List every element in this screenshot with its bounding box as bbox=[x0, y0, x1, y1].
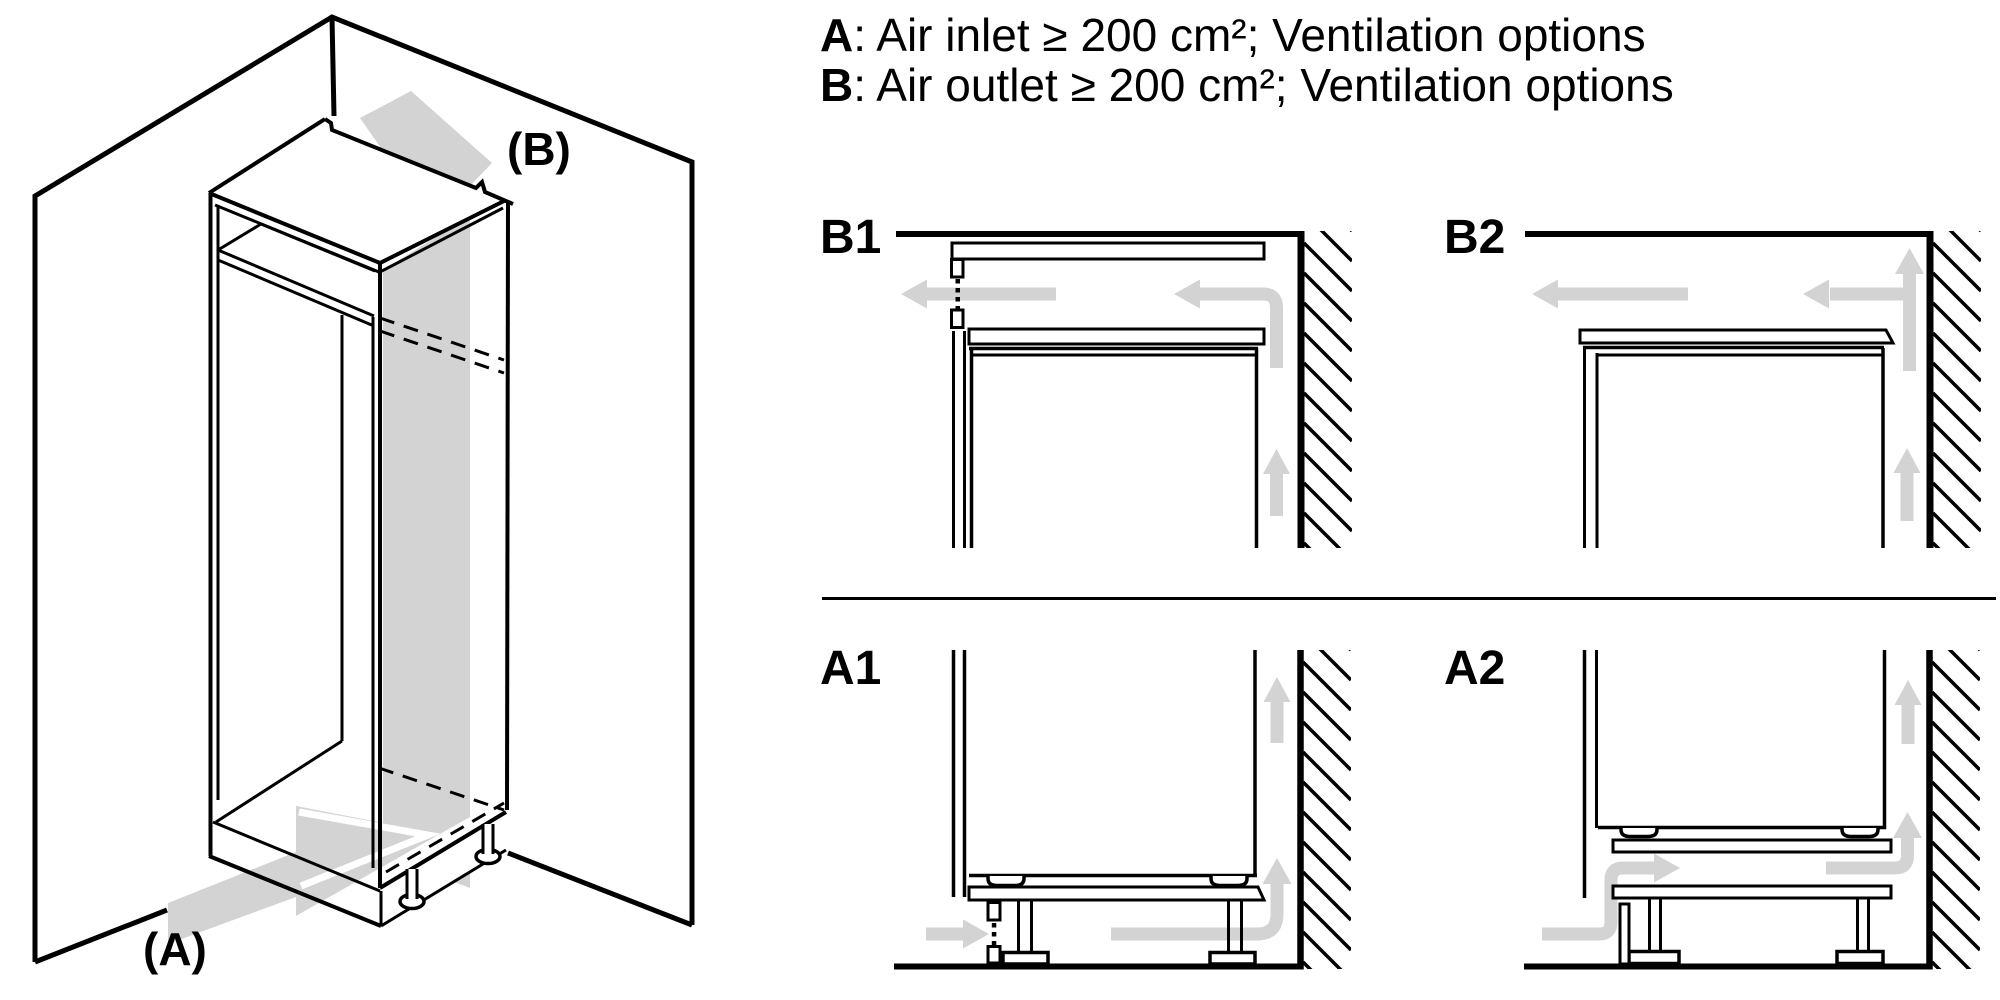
legend-line-air-inlet: A: Air inlet ≥ 200 cm²; Ventilation opti… bbox=[820, 10, 1674, 60]
appliance-foot-a1 bbox=[986, 876, 1026, 888]
label-option-b2: B2 bbox=[1444, 211, 1506, 264]
dotted-grille-line-b1 bbox=[955, 279, 960, 311]
airflow-arrow-out-left-b1 bbox=[901, 279, 1056, 309]
airflow-arrow-underfloor-a1 bbox=[1111, 882, 1284, 941]
cabinet-adjustable-feet bbox=[398, 824, 502, 911]
airflow-arrow-back-shaft-a2 bbox=[1826, 838, 1914, 875]
airflow-arrowhead-up2-b2 bbox=[1893, 448, 1921, 473]
diagram-a2 bbox=[1524, 650, 1980, 970]
airflow-arrow-wall-shaft-b2 bbox=[1830, 272, 1916, 371]
appliance-b2 bbox=[1583, 345, 1885, 548]
label-outlet-b: (B) bbox=[507, 123, 571, 175]
cabinet-top-panel-b1 bbox=[967, 327, 1266, 346]
appliance-foot-a2 bbox=[1840, 828, 1880, 839]
appliance-foot-a2 bbox=[1619, 828, 1659, 839]
plinth-panel-a2 bbox=[1611, 884, 1893, 900]
diagram-a1 bbox=[894, 650, 1351, 970]
furniture-front-b1 bbox=[952, 331, 966, 548]
front-vent-grille-a1 bbox=[986, 901, 1002, 965]
legend-key-a: A bbox=[820, 9, 854, 61]
furniture-front-a2 bbox=[1582, 650, 1598, 898]
airflow-inlet-arrowhead-outline bbox=[298, 808, 441, 890]
pedestal-legs-a2 bbox=[1627, 898, 1885, 966]
cabinet-line-work bbox=[207, 117, 514, 928]
support-panel-a2 bbox=[1611, 838, 1893, 854]
legend-text-b: : Air outlet ≥ 200 cm²; Ventilation opti… bbox=[853, 59, 1674, 111]
soffit-panel-b1 bbox=[950, 241, 1266, 261]
airflow-arrow-bend-b1 bbox=[1198, 287, 1283, 368]
airflow-arrow-in-shaft-a2 bbox=[1542, 861, 1654, 941]
airflow-arrow-in-a1 bbox=[926, 919, 989, 949]
diagram-b2 bbox=[1525, 231, 1981, 548]
airflow-arrowhead-up-b1 bbox=[1263, 449, 1290, 474]
dotted-grille-line-a1 bbox=[991, 923, 997, 946]
legend-line-air-outlet: B: Air outlet ≥ 200 cm²; Ventilation opt… bbox=[820, 60, 1674, 110]
airflow-arrow-out-left-b2 bbox=[1532, 279, 1688, 309]
furniture-front-a1 bbox=[951, 650, 967, 897]
legend-key-b: B bbox=[820, 59, 854, 111]
cabinet-top-panel-b2 bbox=[1578, 328, 1896, 345]
airflow-arrowhead-back-a2 bbox=[1893, 812, 1922, 838]
wall-hatching-a2 bbox=[1932, 650, 1980, 969]
legend-text-a: : Air inlet ≥ 200 cm²; Ventilation optio… bbox=[853, 9, 1646, 61]
hidden-edges-dashed bbox=[378, 316, 505, 874]
label-option-a1: A1 bbox=[820, 642, 882, 695]
wall-hatching-b1 bbox=[1304, 231, 1352, 548]
front-vent-grille-b1 bbox=[950, 258, 965, 329]
appliance-foot-a1 bbox=[1209, 876, 1249, 888]
airflow-arrowhead-up-a1 bbox=[1262, 858, 1292, 884]
airflow-arrowhead-up-a2 bbox=[1894, 680, 1922, 705]
label-option-b1: B1 bbox=[820, 211, 882, 264]
label-option-a2: A2 bbox=[1444, 642, 1506, 695]
appliance-b1 bbox=[969, 346, 1259, 548]
airflow-arrowhead-bend-b1 bbox=[1174, 279, 1200, 309]
appliance-a2 bbox=[1598, 650, 1887, 830]
pedestal-legs-a1 bbox=[1001, 900, 1257, 966]
wall-hatching-b2 bbox=[1933, 231, 1981, 548]
label-inlet-a: (A) bbox=[143, 923, 207, 975]
diagram-b1 bbox=[896, 231, 1352, 548]
legend: A: Air inlet ≥ 200 cm²; Ventilation opti… bbox=[820, 10, 1674, 110]
base-panel-a1 bbox=[967, 885, 1267, 902]
airflow-arrowhead-in-a2 bbox=[1654, 853, 1680, 883]
wall-hatching-a1 bbox=[1303, 650, 1351, 969]
overview-isometric-drawing bbox=[32, 14, 695, 965]
room-walls bbox=[32, 14, 695, 965]
airflow-arrowhead-up2-a1 bbox=[1263, 677, 1291, 702]
appliance-a1 bbox=[969, 650, 1257, 878]
plinth-front-strip-a2 bbox=[1618, 902, 1631, 966]
airflow-arrowhead-up-b2 bbox=[1895, 248, 1924, 274]
airflow-outlet-band-over-side bbox=[383, 216, 470, 866]
airflow-arrowhead-left-b2 bbox=[1803, 279, 1829, 309]
